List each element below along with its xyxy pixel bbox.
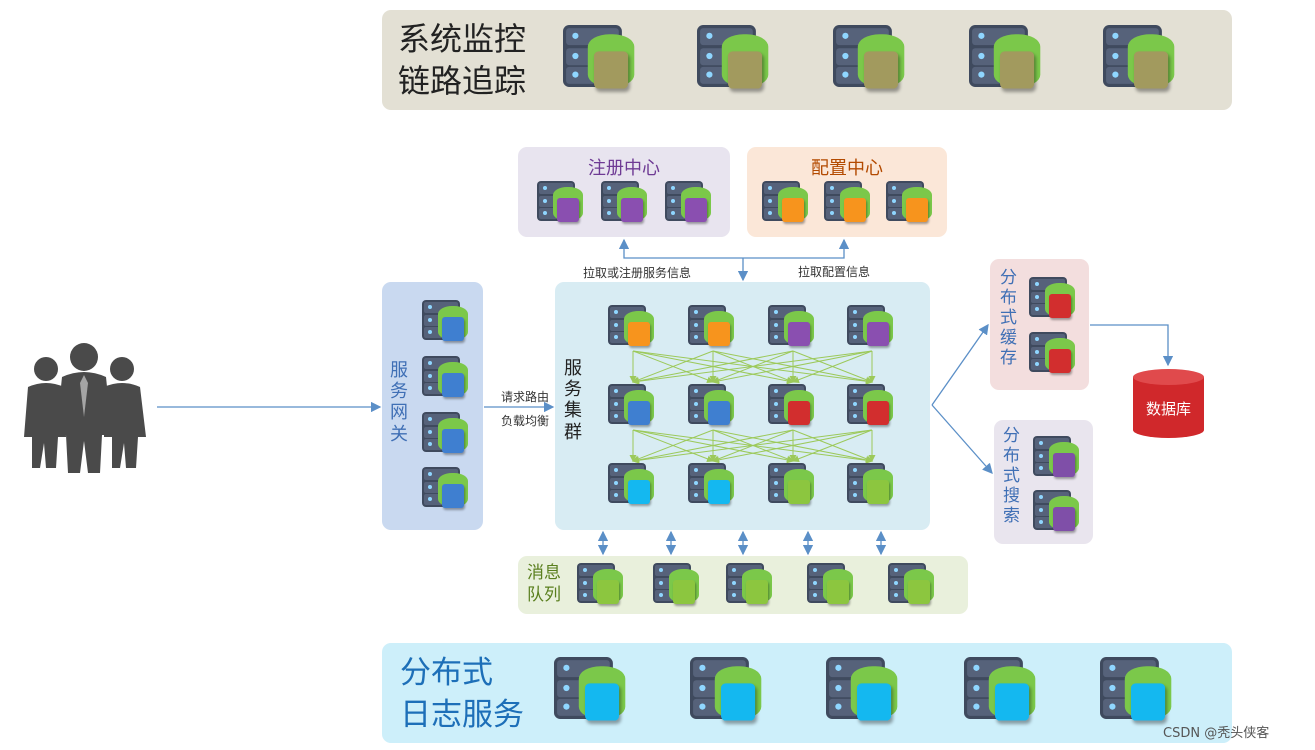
search-char: 索 — [1003, 506, 1020, 527]
server-icon — [688, 305, 734, 351]
cluster-char: 务 — [564, 379, 582, 401]
logging-title-line2: 日志服务 — [400, 697, 524, 733]
cache-char: 存 — [1000, 348, 1017, 369]
cluster-mesh-line — [632, 429, 714, 463]
server-icon — [653, 563, 699, 609]
server-icon — [1033, 490, 1079, 536]
cluster-char: 群 — [564, 421, 582, 443]
cluster-to-search-arrow — [931, 404, 993, 474]
server-icon — [688, 384, 734, 430]
server-icon — [768, 384, 814, 430]
server-icon — [847, 384, 893, 430]
server-icon — [1100, 657, 1172, 728]
pull-config-label: 拉取配置信息 — [798, 265, 871, 279]
gateway-char: 服 — [390, 360, 408, 381]
cache-char: 布 — [1000, 288, 1017, 309]
server-icon — [969, 25, 1041, 96]
server-icon — [665, 181, 711, 227]
cluster-char: 集 — [564, 400, 582, 422]
server-icon — [726, 563, 772, 609]
cluster-char: 服 — [564, 358, 582, 379]
server-icon — [847, 463, 893, 509]
watermark: CSDN @秃头侠客 — [1163, 726, 1270, 741]
config-title: 配置中心 — [811, 158, 883, 179]
server-icon — [768, 463, 814, 509]
monitoring-title-line2: 链路追踪 — [398, 62, 527, 100]
server-icon — [1029, 332, 1075, 378]
gateway-char: 务 — [390, 381, 408, 403]
cluster-mesh-line — [632, 350, 714, 384]
cache-char: 分 — [1000, 268, 1017, 288]
cache-char: 式 — [1000, 308, 1017, 329]
search-char: 分 — [1003, 426, 1020, 446]
server-icon — [697, 25, 769, 96]
database-label: 数据库 — [1145, 400, 1191, 418]
registry-title: 注册中心 — [588, 158, 660, 179]
search-char: 搜 — [1003, 486, 1020, 507]
logging-title: 分布式 日志服务 — [400, 652, 524, 736]
server-icon — [1033, 436, 1079, 482]
cluster-mesh-line — [632, 429, 873, 464]
monitoring-title: 系统监控 链路追踪 — [398, 18, 526, 102]
gateway-char: 网 — [390, 402, 408, 424]
server-icon — [422, 300, 468, 346]
cluster-label: 服 务 集 群 — [564, 358, 582, 443]
cluster-to-cache-arrow — [931, 323, 989, 406]
server-icon — [422, 356, 468, 402]
pull-register-label: 拉取或注册服务信息 — [583, 266, 692, 280]
server-icon — [888, 563, 934, 609]
cluster-to-registry-config-bracket — [618, 238, 850, 259]
logging-panel — [382, 643, 1232, 743]
server-icon — [688, 463, 734, 509]
server-icon — [762, 181, 808, 227]
cache-to-database-arrow — [1090, 324, 1174, 367]
server-icon — [608, 384, 654, 430]
server-icon — [964, 657, 1036, 728]
server-icon — [563, 25, 635, 96]
cluster-mesh-line — [712, 350, 873, 385]
mq-label: 消息 队列 — [527, 562, 561, 606]
search-char: 式 — [1003, 466, 1020, 487]
server-icon — [608, 305, 654, 351]
cluster-mesh-line — [792, 350, 873, 384]
server-icon — [601, 181, 647, 227]
route-label: 请求路由 — [501, 390, 550, 404]
users-icon — [24, 343, 146, 473]
gateway-char: 关 — [390, 423, 408, 445]
cache-char: 缓 — [1000, 328, 1017, 349]
gateway-label: 服 务 网 关 — [390, 360, 408, 445]
search-label: 分 布 式 搜 索 — [1003, 426, 1020, 526]
server-icon — [824, 181, 870, 227]
cluster-mesh-line — [632, 350, 873, 385]
database-icon — [1133, 369, 1204, 438]
server-icon — [1103, 25, 1175, 96]
monitoring-panel — [382, 10, 1232, 110]
server-icon — [422, 467, 468, 513]
cluster-mesh-line — [632, 429, 794, 464]
server-icon — [768, 305, 814, 351]
logging-title-line1: 分布式 — [400, 655, 493, 691]
server-icon — [554, 657, 626, 728]
server-icon — [537, 181, 583, 227]
server-icon — [807, 563, 853, 609]
monitoring-title-line1: 系统监控 — [398, 20, 527, 58]
server-icon — [847, 305, 893, 351]
mq-label-line2: 队列 — [527, 585, 561, 605]
server-icon — [690, 657, 762, 728]
cluster-mesh-line — [712, 429, 873, 464]
server-icon — [577, 563, 623, 609]
mq-label-line1: 消息 — [527, 563, 561, 583]
cluster-mesh-line — [792, 429, 873, 463]
search-char: 布 — [1003, 446, 1020, 467]
cluster-mesh-line — [632, 350, 794, 385]
server-icon — [422, 412, 468, 458]
server-icon — [1029, 277, 1075, 323]
server-icon — [608, 463, 654, 509]
server-icon — [826, 657, 898, 728]
cache-label: 分 布 式 缓 存 — [1000, 268, 1017, 368]
server-icon — [886, 181, 932, 227]
server-icon — [833, 25, 905, 96]
balance-label: 负载均衡 — [501, 414, 550, 428]
